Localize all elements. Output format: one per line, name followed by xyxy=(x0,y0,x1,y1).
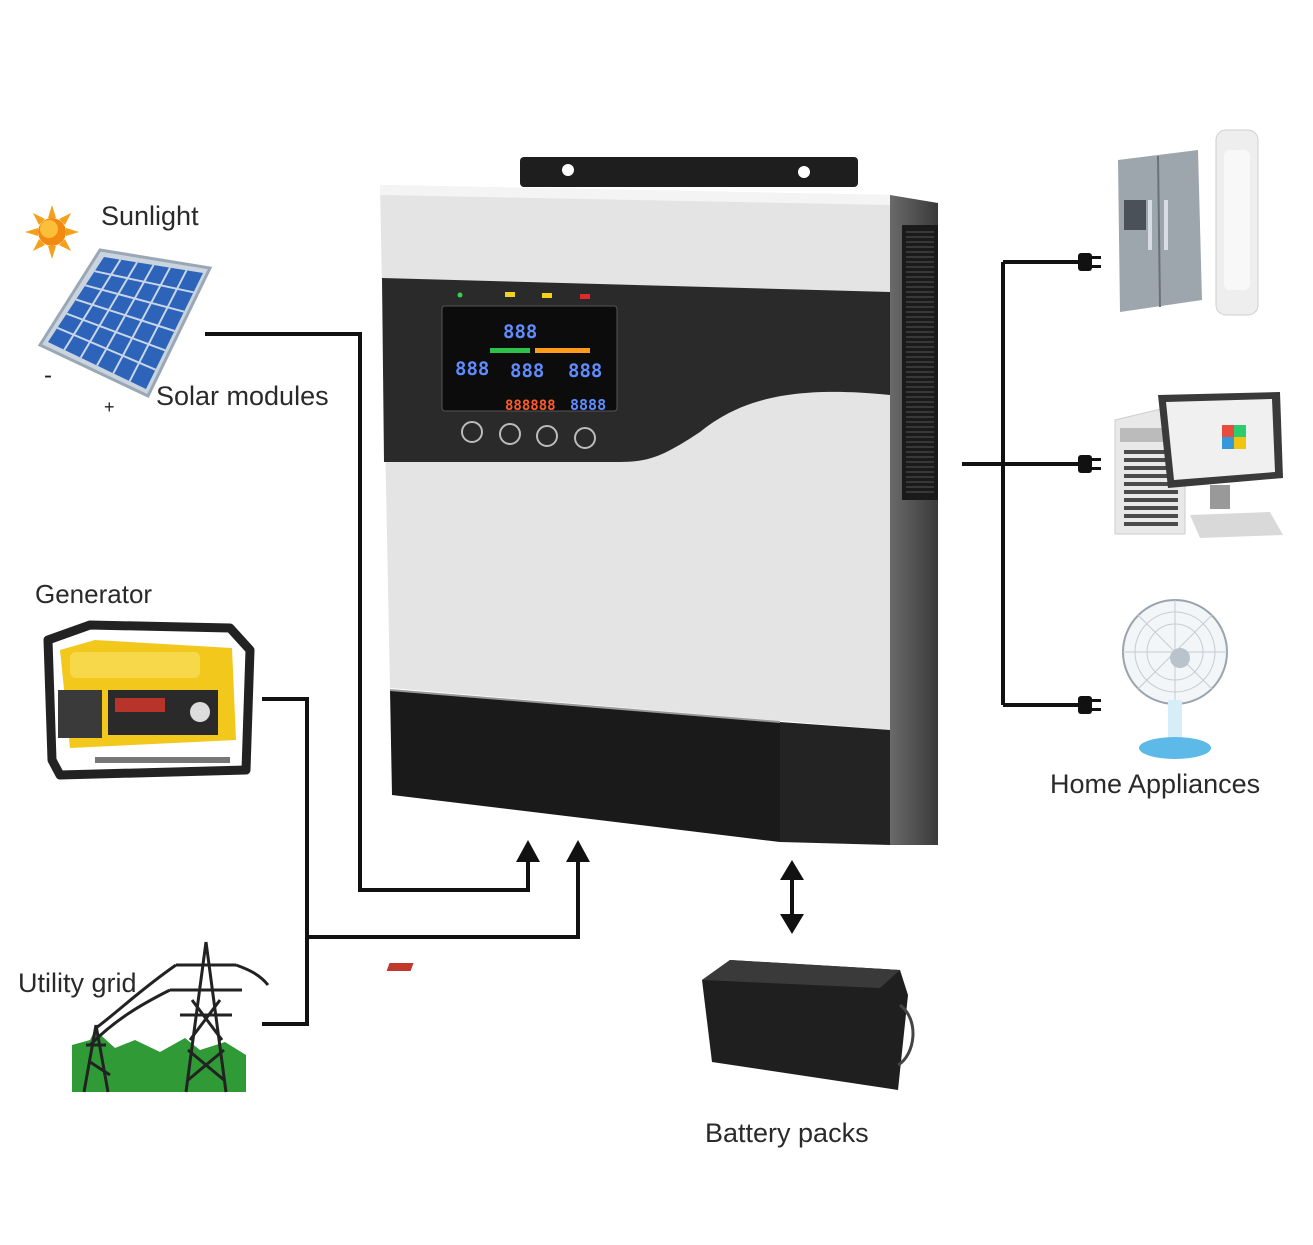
svg-text:888: 888 xyxy=(455,358,489,380)
svg-text:888888: 888888 xyxy=(505,398,556,414)
svg-text:888: 888 xyxy=(510,360,544,382)
solar-line xyxy=(205,332,530,892)
fan-icon xyxy=(1122,599,1228,759)
inverter-lcd-screen xyxy=(441,305,618,412)
solar-arrow-icon xyxy=(516,840,540,862)
plug-icon xyxy=(1078,696,1101,714)
computer-icon xyxy=(1114,392,1283,538)
battery-packs-label: Battery packs xyxy=(705,1118,869,1148)
utility-grid-label: Utility grid xyxy=(18,968,137,998)
inverter-icon: 888 888 888 888 8888 888888 xyxy=(380,157,938,845)
inverter-button xyxy=(461,421,483,443)
solar-plus-label: + xyxy=(104,397,115,417)
svg-text:888: 888 xyxy=(568,360,602,382)
sunlight-label: Sunlight xyxy=(101,201,199,231)
battery-bidirectional-arrow-icon xyxy=(780,860,804,934)
solar-panel-icon xyxy=(37,248,213,398)
solar-modules-label: Solar modules xyxy=(156,381,329,411)
refrigerator-icon xyxy=(1118,129,1259,316)
svg-text:888: 888 xyxy=(503,321,537,343)
grid-combined-line xyxy=(307,855,580,939)
generator-label: Generator xyxy=(35,579,153,609)
inverter-button xyxy=(499,423,521,445)
connection-lines xyxy=(205,260,1080,1026)
utility-grid-icon xyxy=(72,941,270,1093)
home-appliances-label: Home Appliances xyxy=(1050,769,1261,799)
inverter-button xyxy=(574,427,596,449)
generator-line xyxy=(262,697,309,1026)
plug-icon xyxy=(1078,253,1101,271)
svg-text:8888: 8888 xyxy=(570,396,606,414)
plug-icon xyxy=(1078,455,1101,473)
inverter-button xyxy=(536,425,558,447)
battery-icon xyxy=(386,960,915,1090)
sun-icon xyxy=(25,205,79,259)
solar-minus-label: - xyxy=(44,362,52,389)
generator-icon xyxy=(43,620,255,780)
grid-arrow-icon xyxy=(566,840,590,862)
